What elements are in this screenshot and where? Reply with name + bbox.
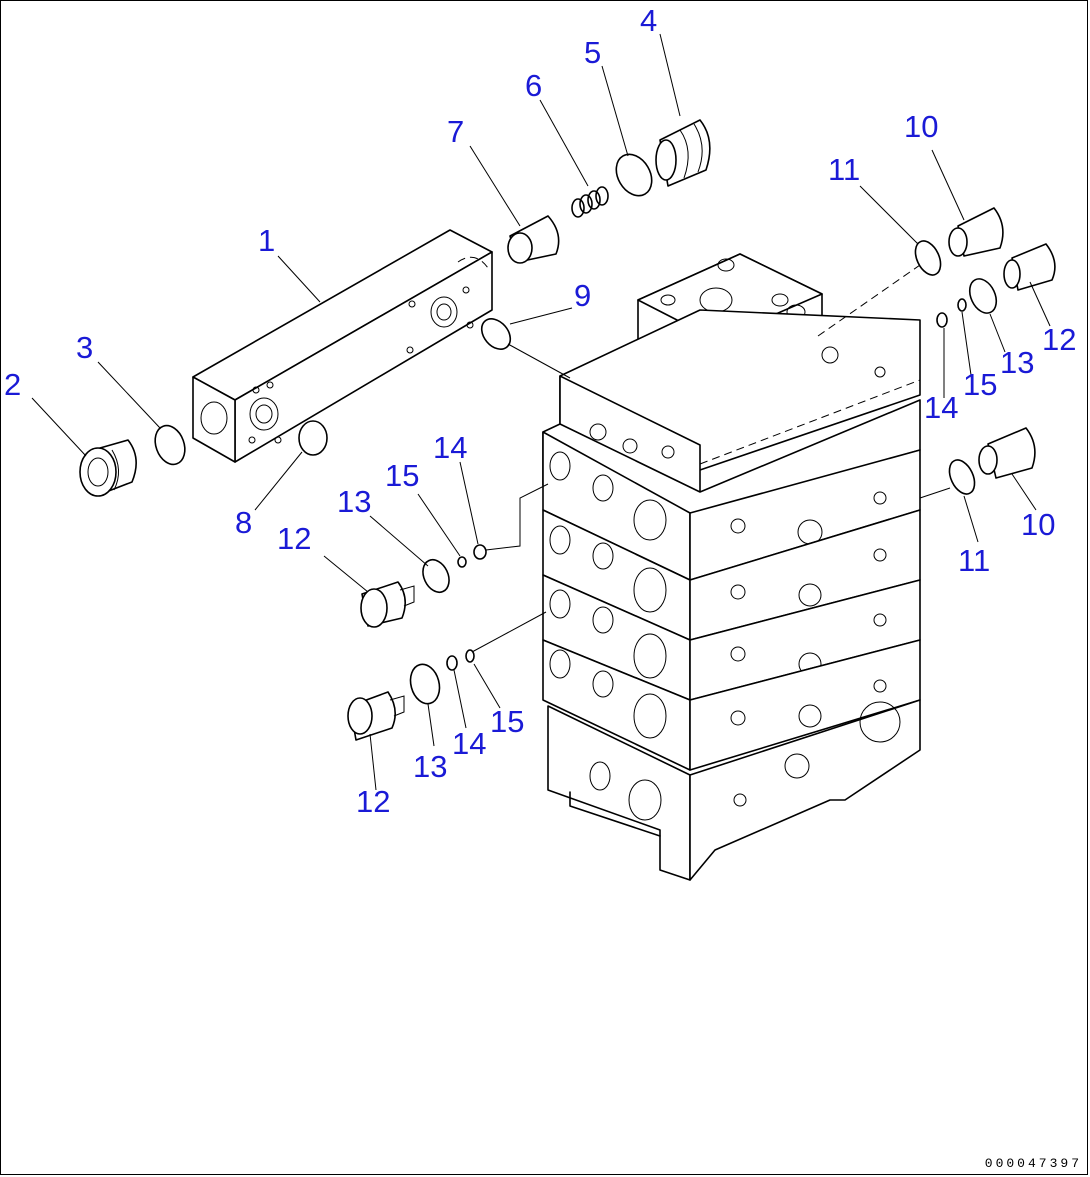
part-12-upper [1003,243,1056,291]
callout-12-lower: 12 [356,784,390,819]
part-8-o-ring [298,420,328,456]
callout-12-right: 12 [1042,322,1076,357]
part-13-o-ring-lower [409,663,441,705]
main-valve-body [542,253,921,881]
part-7-spool [507,215,560,264]
callout-7: 7 [447,114,464,149]
callout-5: 5 [584,35,601,70]
callout-9: 9 [574,278,591,313]
part-15-ring-right [957,298,967,312]
part-12-plug-mid [360,581,415,628]
callout-10-upper: 10 [904,109,938,144]
callout-13-right: 13 [1000,345,1034,380]
part-14-ring-lower [446,655,458,671]
part-15-ring-mid [457,556,467,568]
part-13-o-ring-right [968,278,998,314]
callout-11-upper: 11 [828,152,860,187]
part-1-block [192,229,493,463]
part-2-plug [79,439,137,497]
part-6-spring [571,186,609,218]
callout-1: 1 [258,223,275,258]
callout-13-mid: 13 [337,484,371,519]
callout-4: 4 [640,3,657,38]
part-14-ring-mid [473,544,487,560]
part-5-o-ring [615,153,653,197]
callout-13-lower: 13 [413,749,447,784]
callout-labels: 1 2 3 4 5 6 7 8 9 10 10 11 11 12 12 12 1… [4,3,1076,819]
part-11-o-ring-upper [914,240,942,276]
part-13-o-ring-mid [422,558,450,594]
callout-15-mid: 15 [385,458,419,493]
part-11-o-ring-lower [948,459,976,495]
callout-14-lower: 14 [452,726,486,761]
part-10-upper [948,207,1004,257]
callout-14-right: 14 [924,390,958,425]
drawing-reference-code: 000047397 [984,1156,1082,1171]
callout-6: 6 [525,68,542,103]
callout-12-mid: 12 [277,521,311,556]
part-10-lower [978,427,1036,479]
part-4-plug [655,119,711,187]
callout-15-lower: 15 [490,704,524,739]
callout-3: 3 [76,330,93,365]
callout-11-lower: 11 [958,543,990,578]
callout-2: 2 [4,367,21,402]
leader-lines [31,33,1051,791]
part-9-o-ring [480,318,512,350]
part-3-o-ring [154,424,186,466]
part-14-ring-right [936,312,948,328]
part-12-plug-lower [347,691,405,741]
callout-10-lower: 10 [1021,507,1055,542]
callout-15-right: 15 [963,367,997,402]
part-15-ring-lower [465,649,475,663]
callout-14-mid: 14 [433,430,467,465]
callout-8: 8 [235,505,252,540]
